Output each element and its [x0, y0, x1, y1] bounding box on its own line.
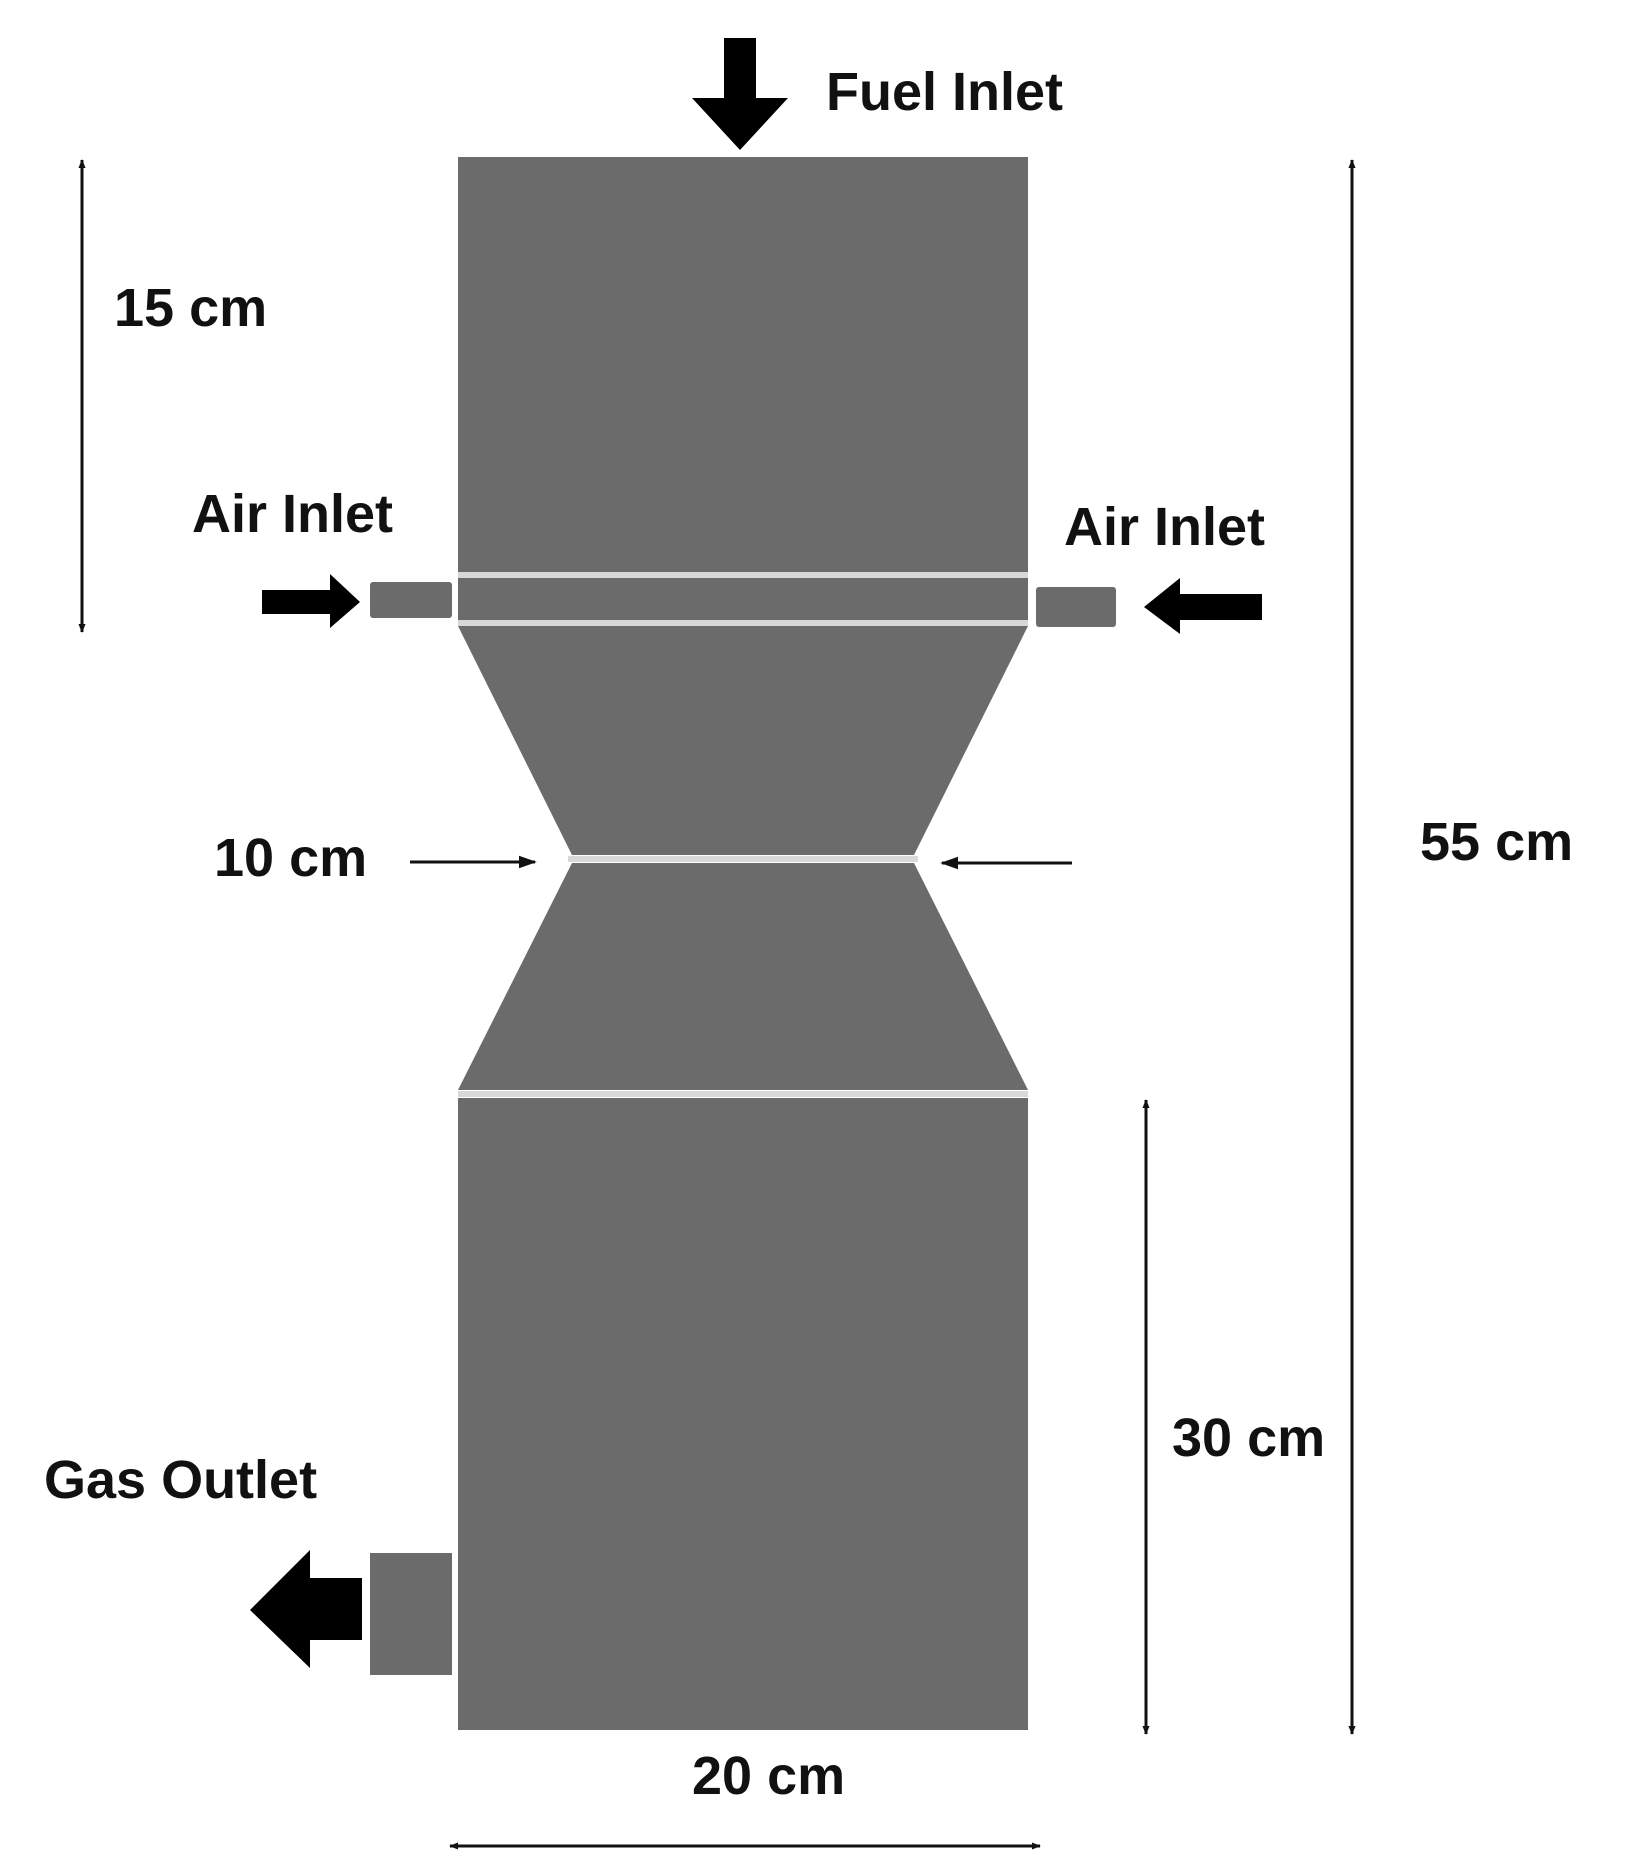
dim-label-top-section: 15 cm — [114, 278, 267, 338]
dim-label-total-height: 55 cm — [1420, 812, 1573, 872]
flow-arrows — [250, 38, 1262, 1668]
air-ring-band — [458, 578, 1028, 620]
air-inlet-right-arrow-icon — [1144, 578, 1262, 634]
gas-outlet-label: Gas Outlet — [44, 1450, 317, 1510]
hopper-section — [458, 157, 1028, 572]
diverging-cone — [458, 863, 1028, 1090]
air-inlet-left-arrow-icon — [262, 574, 360, 628]
gasifier-body — [370, 157, 1116, 1730]
labels: Fuel Inlet Air Inlet Air Inlet Gas Outle… — [44, 62, 1573, 1806]
dim-label-throat: 10 cm — [214, 828, 367, 888]
air-nozzle-left — [370, 582, 452, 618]
reduction-section — [458, 1098, 1028, 1730]
gas-outlet-arrow-icon — [250, 1550, 362, 1668]
converging-cone — [458, 626, 1028, 855]
gas-outlet-pipe — [370, 1553, 452, 1675]
air-inlet-left-label: Air Inlet — [192, 484, 393, 544]
dim-label-bottom-section: 30 cm — [1172, 1408, 1325, 1468]
fuel-inlet-label: Fuel Inlet — [826, 62, 1063, 122]
dimension-lines — [78, 159, 1356, 1850]
air-nozzle-right — [1036, 587, 1116, 627]
dim-label-width: 20 cm — [692, 1746, 845, 1806]
fuel-inlet-arrow-icon — [692, 38, 788, 150]
air-inlet-right-label: Air Inlet — [1064, 497, 1265, 557]
